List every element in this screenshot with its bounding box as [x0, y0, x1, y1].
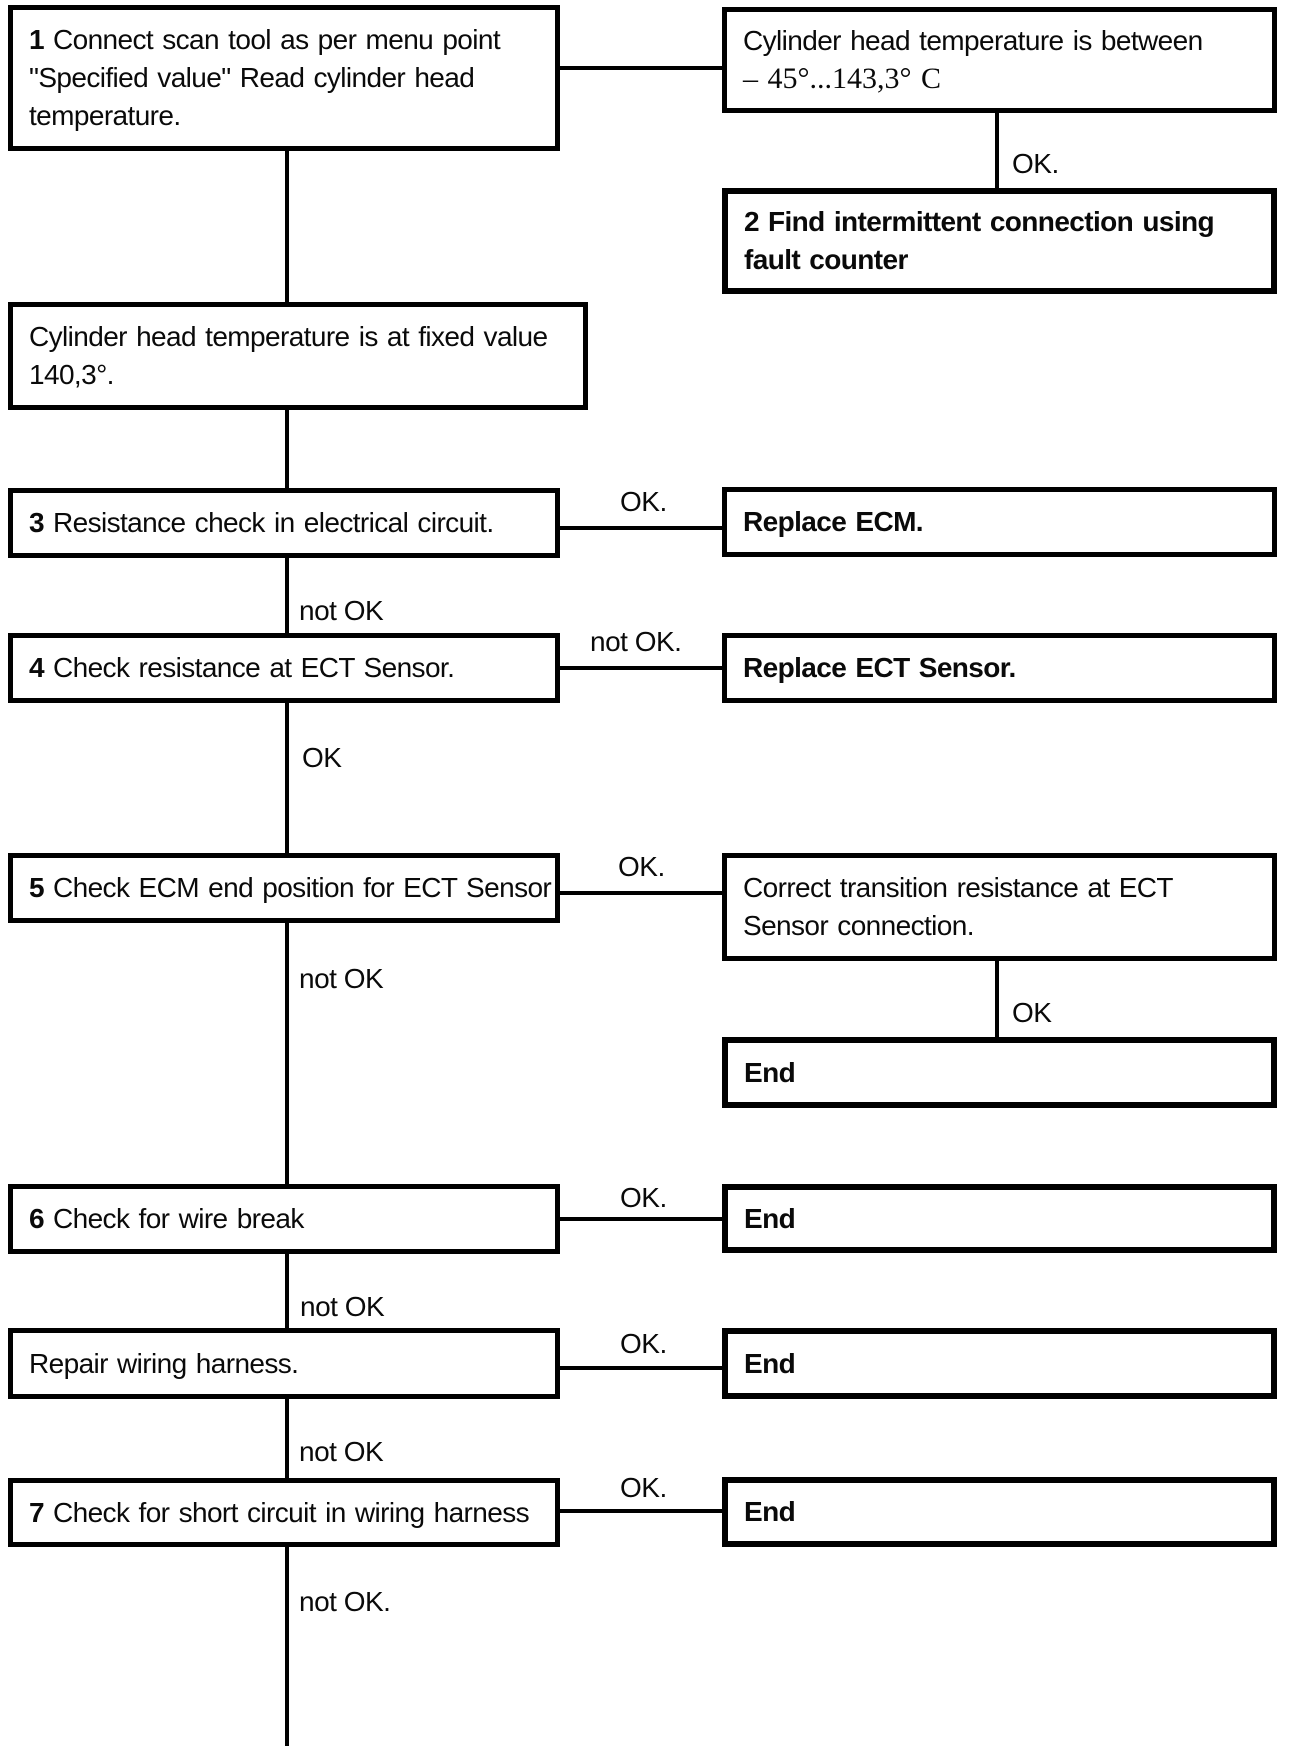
flow-box-repair-harness: Repair wiring harness. [8, 1328, 560, 1399]
label-not-ok-step4: not OK. [590, 626, 682, 657]
step5-text: Check ECM end position for ECT Sensor [52, 872, 552, 903]
connector-temp-between-to-step2 [995, 112, 999, 189]
step1-number: 1 [29, 24, 45, 55]
label-not-ok-step7: not OK. [299, 1586, 391, 1617]
end3-text: End [744, 1347, 796, 1379]
label-not-ok-step3: not OK [299, 595, 384, 626]
connector-repair-to-step7 [285, 1398, 289, 1479]
label-ok-step3: OK. [620, 486, 667, 517]
connector-step5-to-correct-transition [558, 891, 724, 895]
flow-box-correct-transition: Correct transition resistance at ECT Sen… [722, 853, 1277, 961]
connector-correct-transition-to-end-1 [995, 960, 999, 1038]
label-ok-repair: OK. [620, 1328, 667, 1359]
label-ok-step6: OK. [620, 1182, 667, 1213]
label-not-ok-step5: not OK [299, 963, 384, 994]
flow-box-replace-ect: Replace ECT Sensor. [722, 633, 1277, 703]
label-not-ok-repair: not OK [299, 1436, 384, 1467]
step7-text: Check for short circuit in wiring harnes… [52, 1496, 530, 1528]
temp-between-line1: Cylinder head temperature is between [743, 25, 1203, 56]
connector-step7-down [285, 1546, 289, 1746]
step4-text: Check resistance at ECT Sensor. [52, 652, 455, 683]
step3-text: Resistance check in electrical circuit. [52, 507, 494, 538]
label-ok-step5: OK. [618, 851, 665, 882]
temp-between-line2: – 45°...143,3° C [743, 62, 942, 95]
flow-box-end-4: End [722, 1477, 1277, 1547]
step5-number: 5 [29, 872, 45, 903]
connector-step1-to-temp-between [558, 66, 724, 70]
label-ok-step4: OK [302, 742, 342, 773]
step1-text: Connect scan tool as per menu point "Spe… [29, 24, 501, 131]
connector-step1-to-temp-fixed [285, 150, 289, 303]
step3-number: 3 [29, 507, 45, 538]
flow-box-temp-fixed: Cylinder head temperature is at fixed va… [8, 302, 588, 410]
connector-step6-to-repair [285, 1253, 289, 1329]
end1-text: End [744, 1056, 796, 1088]
flow-box-end-3: End [722, 1328, 1277, 1399]
step7-number: 7 [29, 1496, 45, 1528]
label-ok-correct: OK [1012, 997, 1052, 1028]
repair-harness-text: Repair wiring harness. [29, 1347, 299, 1379]
step2-text: Find intermittent connection using fault… [744, 206, 1215, 275]
connector-step3-to-step4 [285, 557, 289, 634]
connector-step3-to-replace-ecm [558, 526, 724, 530]
step6-number: 6 [29, 1203, 45, 1234]
end4-text: End [744, 1496, 796, 1527]
connector-step4-to-replace-ect [558, 666, 724, 670]
correct-transition-text: Correct transition resistance at ECT Sen… [743, 872, 1173, 941]
step6-text: Check for wire break [52, 1203, 304, 1234]
label-ok-step7: OK. [620, 1472, 667, 1503]
label-not-ok-step6: not OK [300, 1291, 385, 1322]
flow-box-end-2: End [722, 1184, 1277, 1253]
flow-box-replace-ecm: Replace ECM. [722, 487, 1277, 557]
replace-ecm-text: Replace ECM. [743, 506, 924, 537]
connector-temp-fixed-to-step3 [285, 409, 289, 489]
connector-step5-to-step6 [285, 922, 289, 1185]
connector-repair-to-end-3 [558, 1366, 724, 1370]
connector-step7-to-end-4 [558, 1509, 724, 1513]
label-ok-top: OK. [1012, 148, 1059, 179]
step4-number: 4 [29, 652, 45, 683]
flow-box-temp-between: Cylinder head temperature is between – 4… [722, 7, 1277, 113]
end2-text: End [744, 1202, 796, 1234]
connector-step6-to-end-2 [558, 1217, 724, 1221]
step2-number: 2 [744, 206, 760, 237]
flow-box-end-1: End [722, 1037, 1277, 1108]
temp-fixed-text: Cylinder head temperature is at fixed va… [29, 321, 548, 390]
replace-ect-text: Replace ECT Sensor. [743, 652, 1016, 683]
connector-step4-to-step5 [285, 702, 289, 854]
